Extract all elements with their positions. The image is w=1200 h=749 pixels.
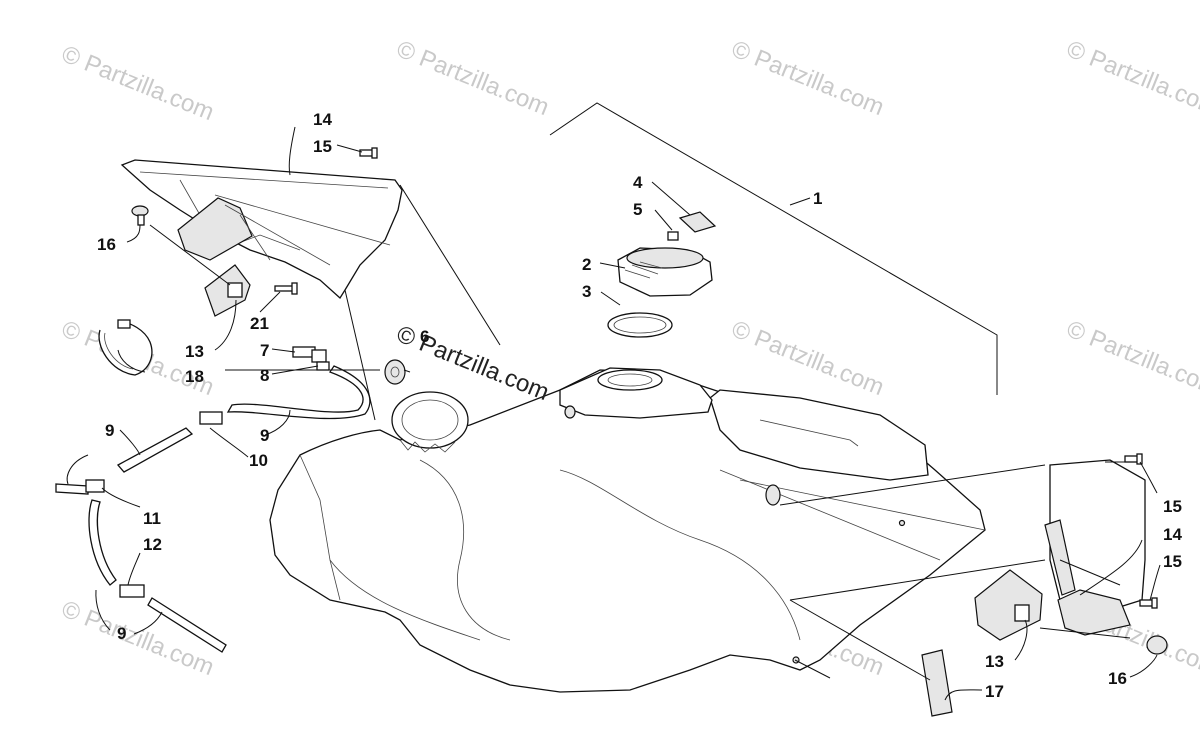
part-label-11: 11	[143, 509, 161, 528]
assembly-bracket	[549, 102, 998, 395]
part-label-17: 17	[985, 682, 1004, 701]
right-cover-bracket	[1044, 459, 1146, 636]
watermark: © Partzilla.com	[58, 41, 218, 127]
fuel-tank	[269, 367, 986, 693]
watermark: © Partzilla.com	[728, 36, 888, 122]
watermark: © Partzilla.com	[58, 596, 218, 682]
part-label-21: 21	[250, 314, 269, 333]
leader-lines	[66, 126, 1161, 701]
sender-part-13-left	[204, 264, 251, 317]
left-cover-bracket	[120, 159, 403, 300]
watermark: © Partzilla.com	[1063, 316, 1200, 402]
part-label-14: 14	[1163, 525, 1182, 544]
part-label-3: 3	[582, 282, 591, 301]
part-label-16: 16	[1108, 669, 1127, 688]
clamp-part-18	[98, 319, 153, 376]
part-label-5: 5	[633, 200, 642, 219]
part-label-12: 12	[143, 535, 162, 554]
filler-cap-assembly	[607, 211, 717, 338]
part-label-15: 15	[1163, 497, 1182, 516]
fuel-hoses	[55, 365, 371, 653]
part-label-9: 9	[117, 624, 126, 643]
watermark: © Partzilla.com	[728, 316, 888, 402]
part-label-10: 10	[249, 451, 268, 470]
push-pin-part-16	[131, 205, 149, 226]
part-label-13: 13	[185, 342, 204, 361]
part-label-2: 2	[582, 255, 591, 274]
part-label-15: 15	[313, 137, 332, 156]
part-label-14: 14	[313, 110, 332, 129]
fitting-part-7-8	[292, 346, 330, 371]
watermark: © Partzilla.com	[393, 36, 553, 122]
grommet-part-6	[384, 359, 406, 385]
part-label-7: 7	[260, 341, 269, 360]
watermark: © Partzilla.com	[1063, 36, 1200, 122]
part-label-9: 9	[105, 421, 114, 440]
part-label-16: 16	[97, 235, 116, 254]
sender-part-13-right	[974, 569, 1043, 641]
screw-part-15-right	[1124, 453, 1158, 609]
part-label-6: 6	[420, 327, 429, 346]
part-label-13: 13	[985, 652, 1004, 671]
part-label-9: 9	[260, 426, 269, 445]
part-labels: 1 2 3 4 5 6 7 8 9 9 9 10 11 12 13 13 14 …	[97, 110, 1182, 701]
screw-part-15-top	[359, 147, 378, 159]
push-pin-part-16-right	[1146, 635, 1168, 655]
part-label-18: 18	[185, 367, 204, 386]
part-label-8: 8	[260, 366, 269, 385]
screw-part-21	[274, 282, 298, 295]
part-label-1: 1	[813, 189, 822, 208]
part-label-4: 4	[633, 173, 643, 192]
strip-part-17	[921, 649, 953, 717]
part-label-15: 15	[1163, 552, 1182, 571]
